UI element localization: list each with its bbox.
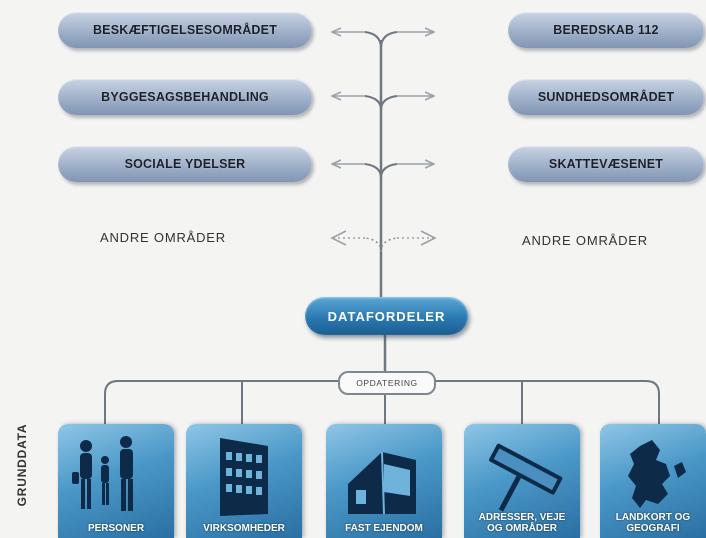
area-beskaeftigelse: BESKÆFTIGELSESOMRÅDET <box>58 12 312 48</box>
tile-label: PERSONER <box>87 523 145 534</box>
area-beredskab: BEREDSKAB 112 <box>508 12 704 48</box>
tile-virksomheder: VIRKSOMHEDER <box>186 424 302 538</box>
other-areas-right: ANDRE OMRÅDER <box>522 233 648 248</box>
tile-label: LANDKORT OG GEOGRAFI <box>615 512 691 534</box>
people-icon <box>72 436 133 511</box>
datafordeler-hub: DATAFORDELER <box>305 297 468 335</box>
tile-label: VIRKSOMHEDER <box>203 523 285 534</box>
map-icon <box>628 440 686 508</box>
tile-label: ADRESSER, VEJE OG OMRÅDER <box>478 512 566 534</box>
branch-row-2 <box>364 95 398 111</box>
tile-fast-ejendom: FAST EJENDOM <box>326 424 442 538</box>
tile-personer: PERSONER <box>58 424 174 538</box>
update-label: OPDATERING <box>338 371 436 395</box>
area-byggesag: BYGGESAGSBEHANDLING <box>58 79 312 115</box>
area-sundhed: SUNDHEDSOMRÅDET <box>508 79 704 115</box>
area-sociale-ydelser: SOCIALE YDELSER <box>58 146 312 182</box>
grunddata-side-label: GRUNDDATA <box>15 423 29 507</box>
house-icon <box>348 451 416 515</box>
road-sign-icon <box>489 443 563 512</box>
tile-adresser: ADRESSER, VEJE OG OMRÅDER <box>464 424 580 538</box>
building-icon <box>220 438 268 516</box>
branch-row-4 <box>364 237 398 253</box>
tile-label: FAST EJENDOM <box>345 523 423 534</box>
distribution-bus <box>104 380 660 424</box>
branch-row-3 <box>364 163 398 179</box>
other-areas-left: ANDRE OMRÅDER <box>100 230 226 245</box>
tile-landkort: LANDKORT OG GEOGRAFI <box>600 424 706 538</box>
area-skattevaesen: SKATTEVÆSENET <box>508 146 704 182</box>
branch-row-1 <box>364 31 398 49</box>
